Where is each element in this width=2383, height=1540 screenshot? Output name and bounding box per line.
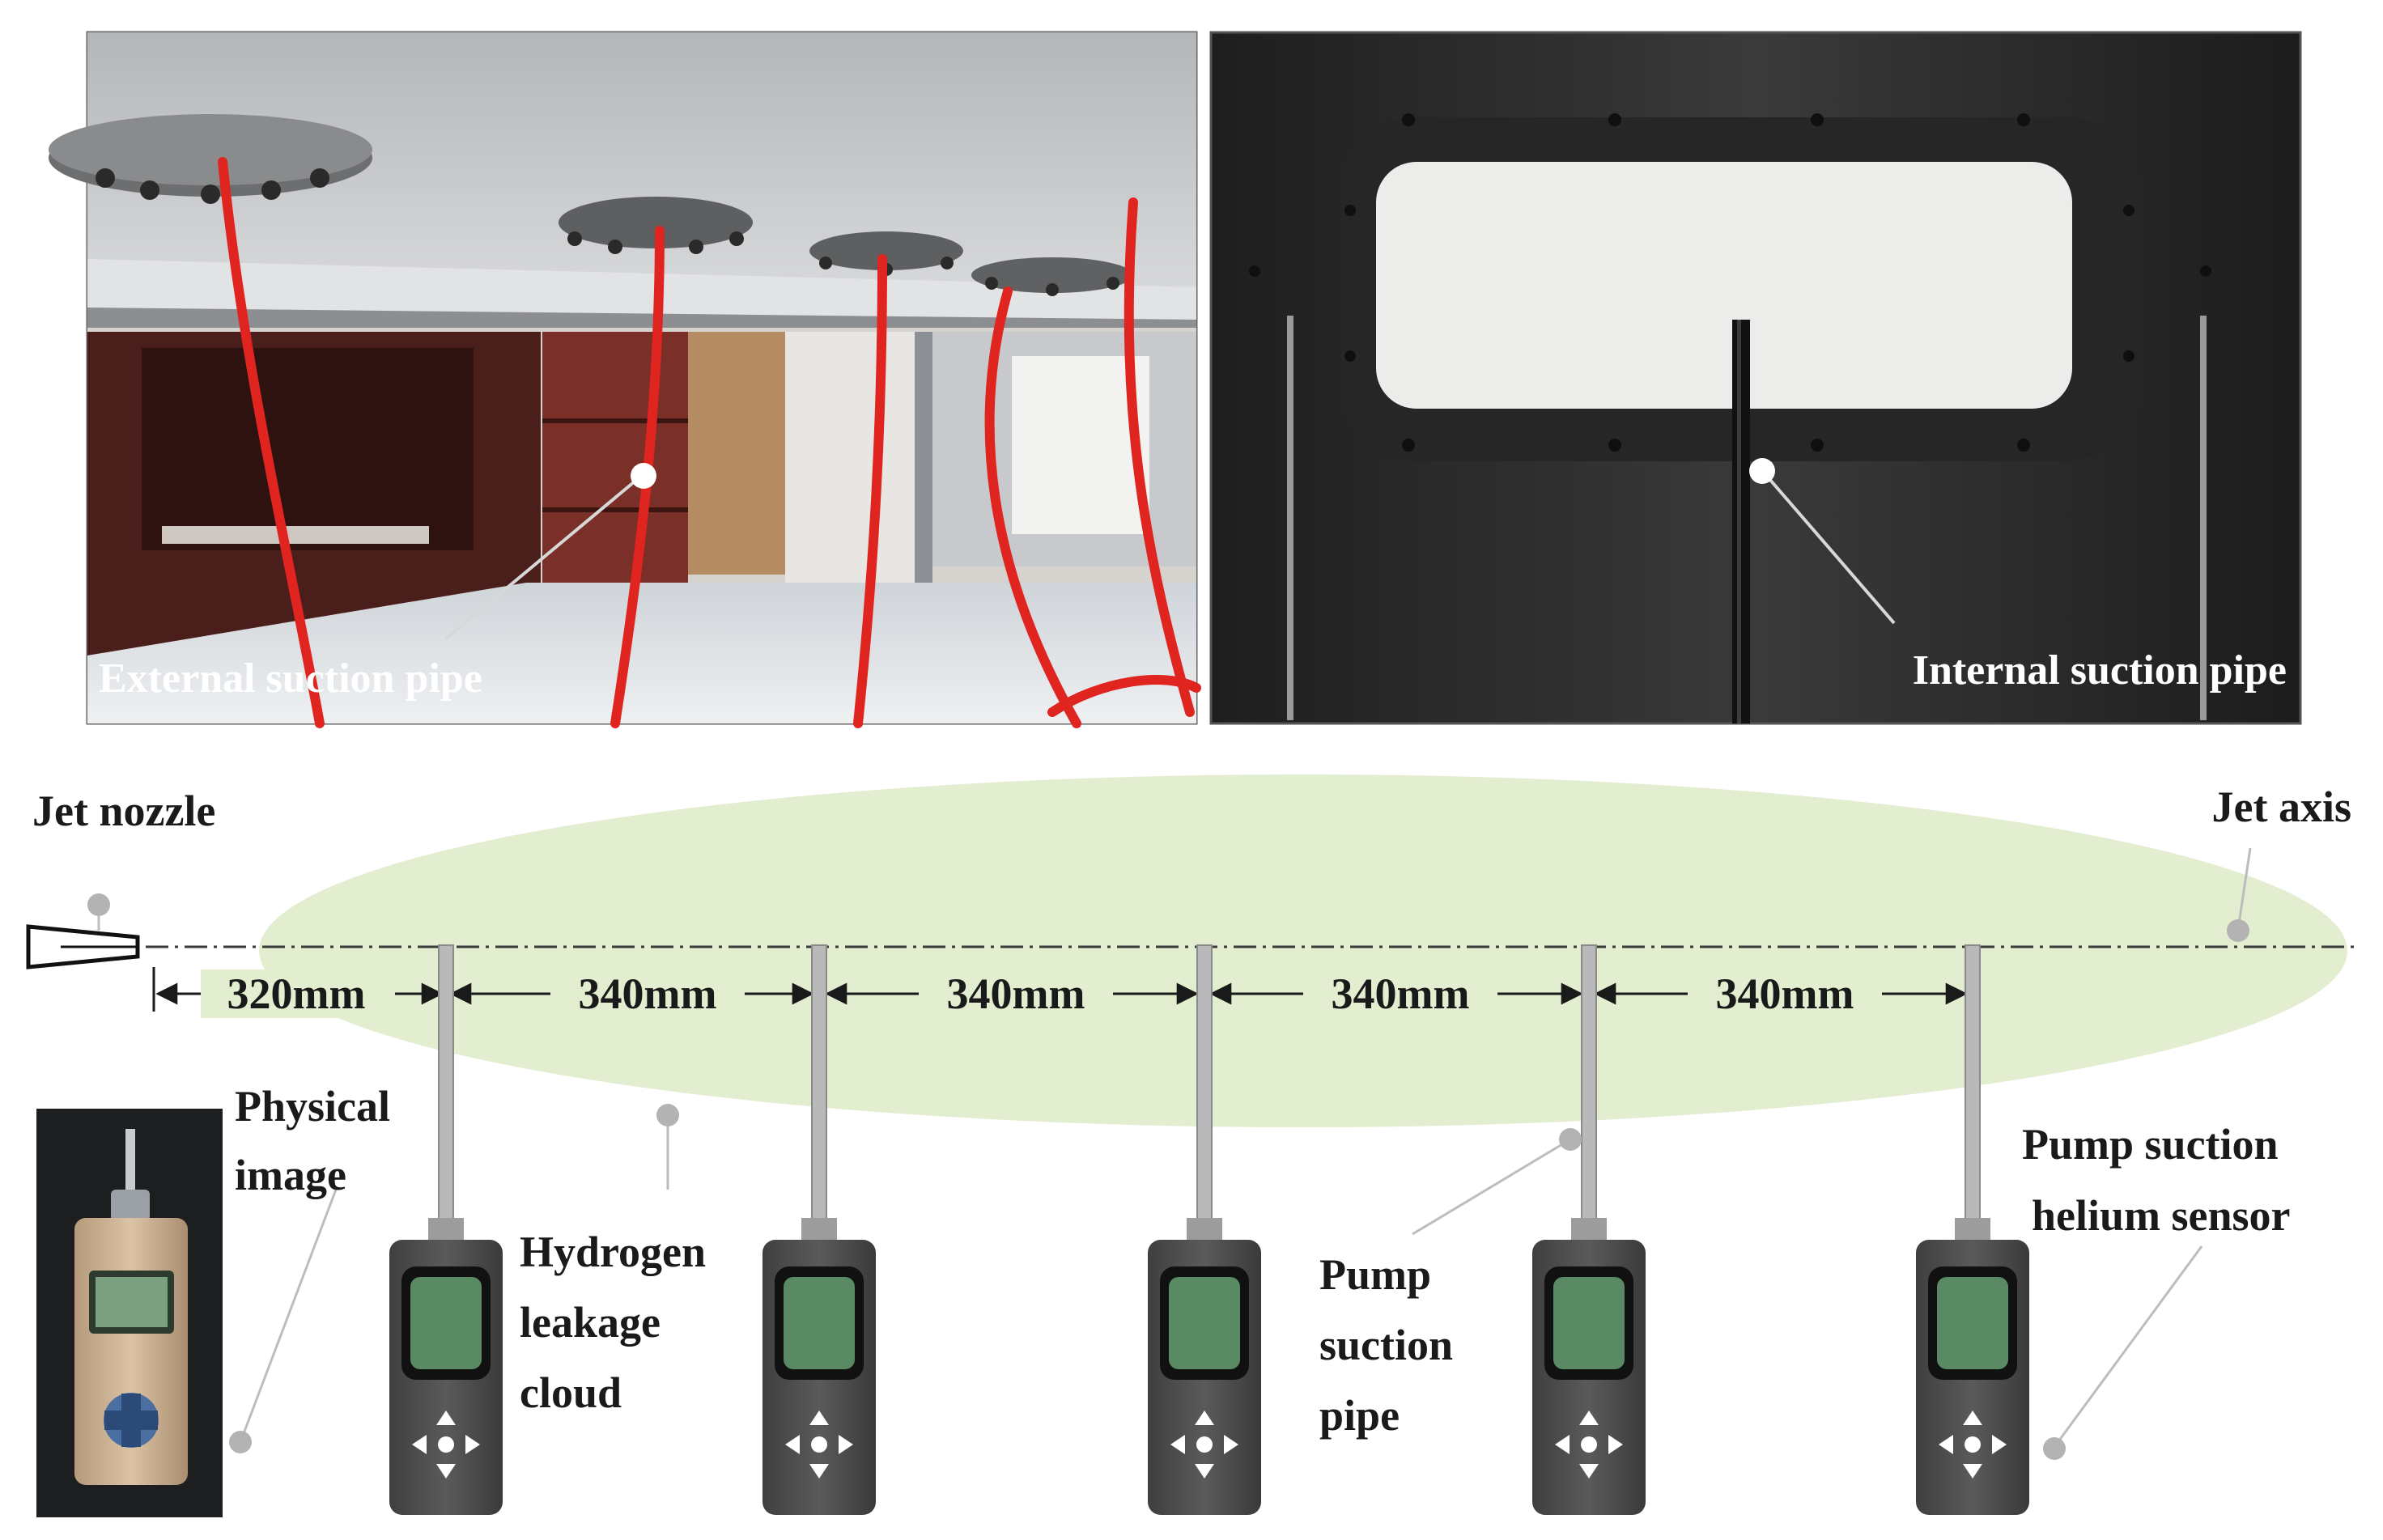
external-suction-pipe-label: External suction pipe	[99, 655, 482, 702]
jet-axis-marker	[2227, 919, 2249, 942]
pump-sensor-label: Pump suction helium sensor	[2022, 1120, 2291, 1240]
sensor-screen	[1553, 1277, 1625, 1369]
pump-suction-pipe-4	[1581, 944, 1597, 1221]
dimension-label-1: 320mm	[227, 969, 366, 1018]
sensor-keypad-icon	[1170, 1411, 1238, 1478]
pump-suction-pipe-5	[1965, 944, 1981, 1221]
dimension-label-4: 340mm	[1332, 969, 1470, 1018]
pump-suction-pipe-1	[438, 944, 454, 1221]
pump-suction-pipe-3	[1196, 944, 1213, 1221]
helium-sensor-4	[1532, 944, 1646, 1515]
hydrogen-cloud-marker	[656, 1104, 679, 1126]
internal-suction-pipe-label: Internal suction pipe	[1913, 647, 2287, 694]
sensor-connector	[801, 1218, 837, 1244]
helium-sensor-1	[389, 944, 503, 1515]
sensor-connector	[1571, 1218, 1607, 1244]
sensor-keypad-icon	[1555, 1411, 1623, 1478]
hydrogen-cloud	[259, 774, 2347, 1127]
jet-nozzle	[26, 924, 140, 969]
helium-sensor-5	[1916, 944, 2029, 1515]
sensor-connector	[1187, 1218, 1222, 1244]
sensor-keypad-icon	[785, 1411, 853, 1478]
external-photo: External suction pipe	[49, 31, 1201, 728]
hydrogen-cloud-label: Hydrogen leakage cloud	[520, 1228, 717, 1417]
internal-photo: Internal suction pipe	[1209, 31, 2302, 725]
sensor-screen	[1937, 1277, 2008, 1369]
jet-axis-label: Jet axis	[2212, 783, 2351, 831]
sensor-screen	[1169, 1277, 1240, 1369]
sensor-connector	[1955, 1218, 1990, 1244]
physical-image-photo	[36, 1109, 223, 1517]
sensor-keypad-icon	[1939, 1411, 2007, 1478]
dimension-label-3: 340mm	[947, 969, 1085, 1018]
pump-sensor-marker	[2043, 1437, 2066, 1460]
physical-image-label: Physical image	[235, 1082, 401, 1199]
jet-nozzle-label: Jet nozzle	[32, 787, 215, 835]
sensor-array	[389, 944, 2029, 1515]
helium-sensor-2	[762, 944, 876, 1515]
sensor-screen	[410, 1277, 482, 1369]
helium-sensor-3	[1148, 944, 1261, 1515]
sensor-connector	[428, 1218, 464, 1244]
pump-suction-pipe-label: Pump suction pipe	[1319, 1250, 1464, 1440]
physical-image-marker	[229, 1431, 252, 1453]
pump-suction-pipe-marker	[1559, 1128, 1582, 1151]
pump-suction-pipe-2	[811, 944, 827, 1221]
jet-nozzle-marker	[87, 893, 110, 916]
dimension-label-5: 340mm	[1716, 969, 1854, 1018]
sensor-keypad-icon	[412, 1411, 480, 1478]
dimension-label-2: 340mm	[579, 969, 717, 1018]
sensor-screen	[784, 1277, 855, 1369]
